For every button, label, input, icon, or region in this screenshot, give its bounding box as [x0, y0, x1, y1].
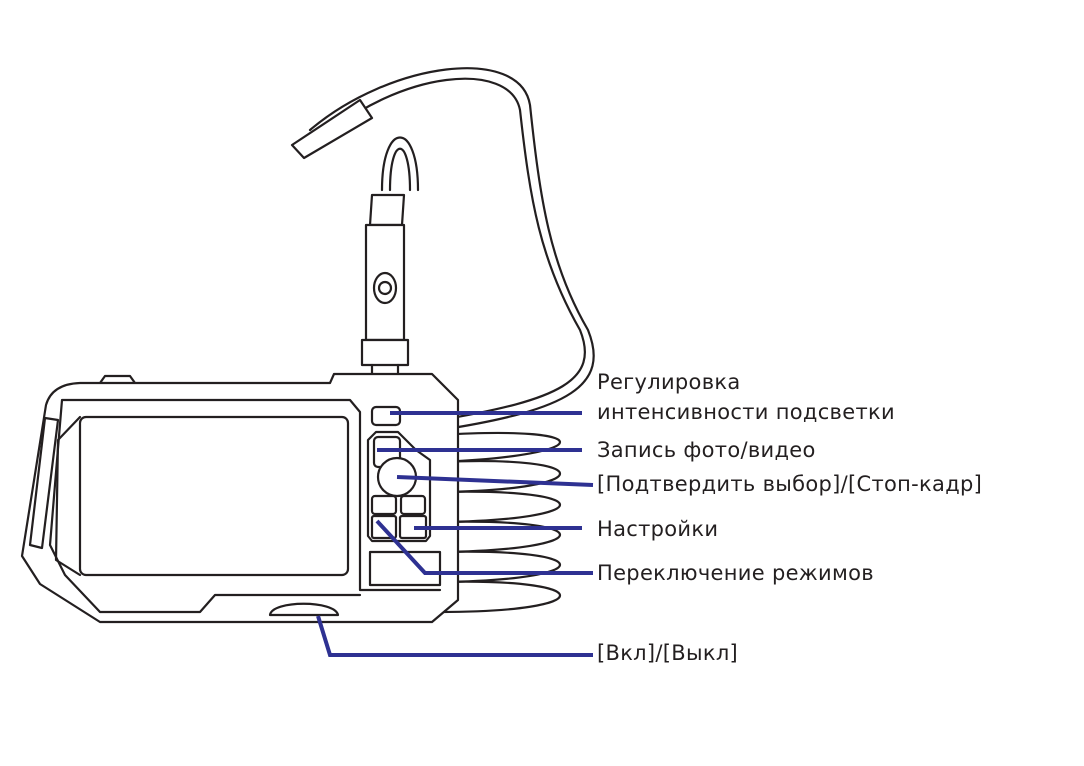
- screen: [78, 415, 350, 577]
- power-button[interactable]: [268, 602, 340, 617]
- cable-coils: [438, 431, 561, 614]
- backlight-button[interactable]: [370, 405, 402, 427]
- label-confirm: [Подтвердить выбор]/[Стоп-кадр]: [597, 472, 983, 496]
- label-record: Запись фото/видео: [597, 438, 816, 462]
- leader-lines: [316, 411, 594, 657]
- probe-tip: [290, 98, 374, 160]
- label-mode: Переключение режимов: [597, 561, 874, 585]
- label-backlight: Регулировка интенсивности подсветки: [597, 367, 895, 427]
- probe-connector: [368, 193, 406, 227]
- cable: [318, 77, 586, 422]
- label-settings: Настройки: [597, 517, 719, 541]
- label-backlight-line1: Регулировка: [597, 370, 741, 394]
- label-backlight-line2: интенсивности подсветки: [597, 400, 895, 424]
- label-power: [Вкл]/[Выкл]: [597, 641, 739, 665]
